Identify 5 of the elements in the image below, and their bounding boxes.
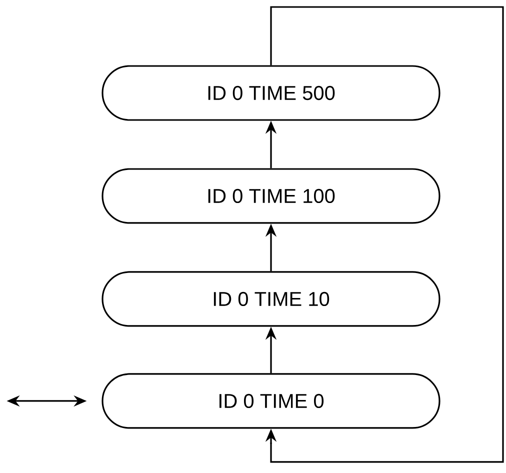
arrow — [265, 6, 504, 463]
stadium-node: ID 0 TIME 500 — [102, 65, 440, 121]
stadium-node: ID 0 TIME 0 — [102, 373, 440, 429]
stadium-node: ID 0 TIME 100 — [102, 168, 440, 224]
stadium-node: ID 0 TIME 10 — [102, 271, 440, 327]
